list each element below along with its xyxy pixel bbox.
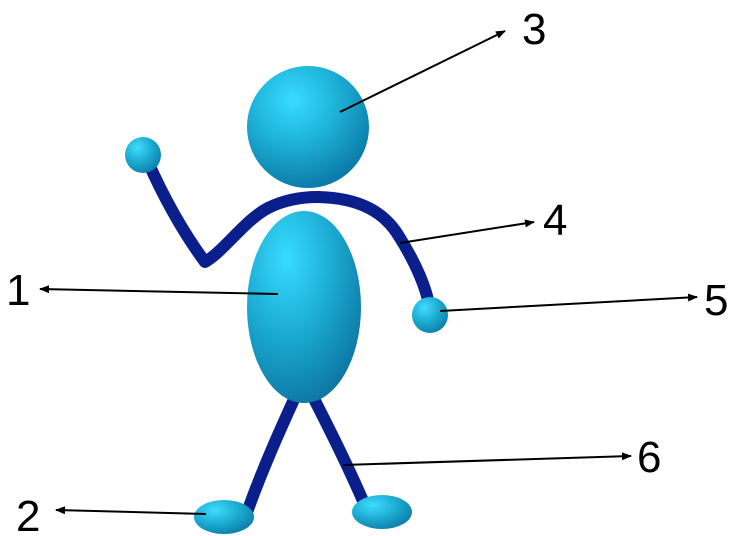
right-hand (412, 297, 448, 333)
arrow-2 (56, 510, 206, 514)
label-2: 2 (16, 492, 40, 536)
label-1: 1 (6, 266, 30, 315)
right-foot (352, 495, 412, 529)
left-leg (246, 395, 296, 515)
arrow-1 (40, 289, 278, 294)
pointer-arrows (40, 31, 697, 514)
torso (247, 211, 361, 403)
label-4: 4 (543, 196, 567, 245)
label-6: 6 (637, 433, 661, 482)
arrow-5 (440, 297, 697, 311)
right-leg (312, 395, 366, 508)
head (247, 66, 369, 188)
arrow-6 (343, 456, 631, 465)
label-5: 5 (704, 276, 728, 325)
arrow-3 (340, 31, 505, 112)
left-foot (194, 500, 254, 534)
arrow-4 (400, 222, 534, 243)
left-hand (125, 137, 161, 173)
label-3: 3 (522, 5, 546, 54)
